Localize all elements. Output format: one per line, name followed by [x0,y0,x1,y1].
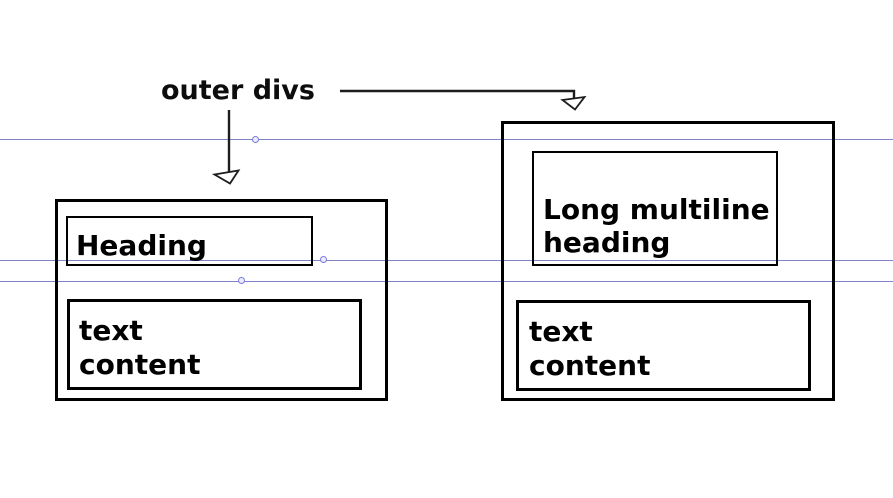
left-text-line-1: text [79,314,143,347]
right-heading-line-2: heading [543,226,671,259]
baseline-marker-dot [320,256,327,263]
right-heading-box: Long multiline heading [532,151,778,266]
baseline-guide-line-middle [0,260,893,261]
right-text-content-box: text content [516,300,811,391]
right-outer-div-box [501,121,835,401]
baseline-marker-dot [238,277,245,284]
baseline-guide-line-bottom [0,281,893,282]
elbow-down-arrow-icon [340,89,587,111]
right-text-line-2: content [529,349,651,382]
left-outer-div-box [55,199,388,401]
left-heading-box: Heading [66,216,313,266]
left-text-line-2: content [79,348,201,381]
right-text-line-1: text [529,315,593,348]
baseline-guide-line-top [0,139,893,140]
left-heading-text: Heading [76,229,207,262]
left-text-content-box: text content [67,299,362,390]
right-heading-line-1: Long multiline [543,193,770,226]
baseline-marker-dot [252,136,259,143]
outer-divs-label: outer divs [161,75,315,106]
down-arrow-icon [211,110,241,185]
